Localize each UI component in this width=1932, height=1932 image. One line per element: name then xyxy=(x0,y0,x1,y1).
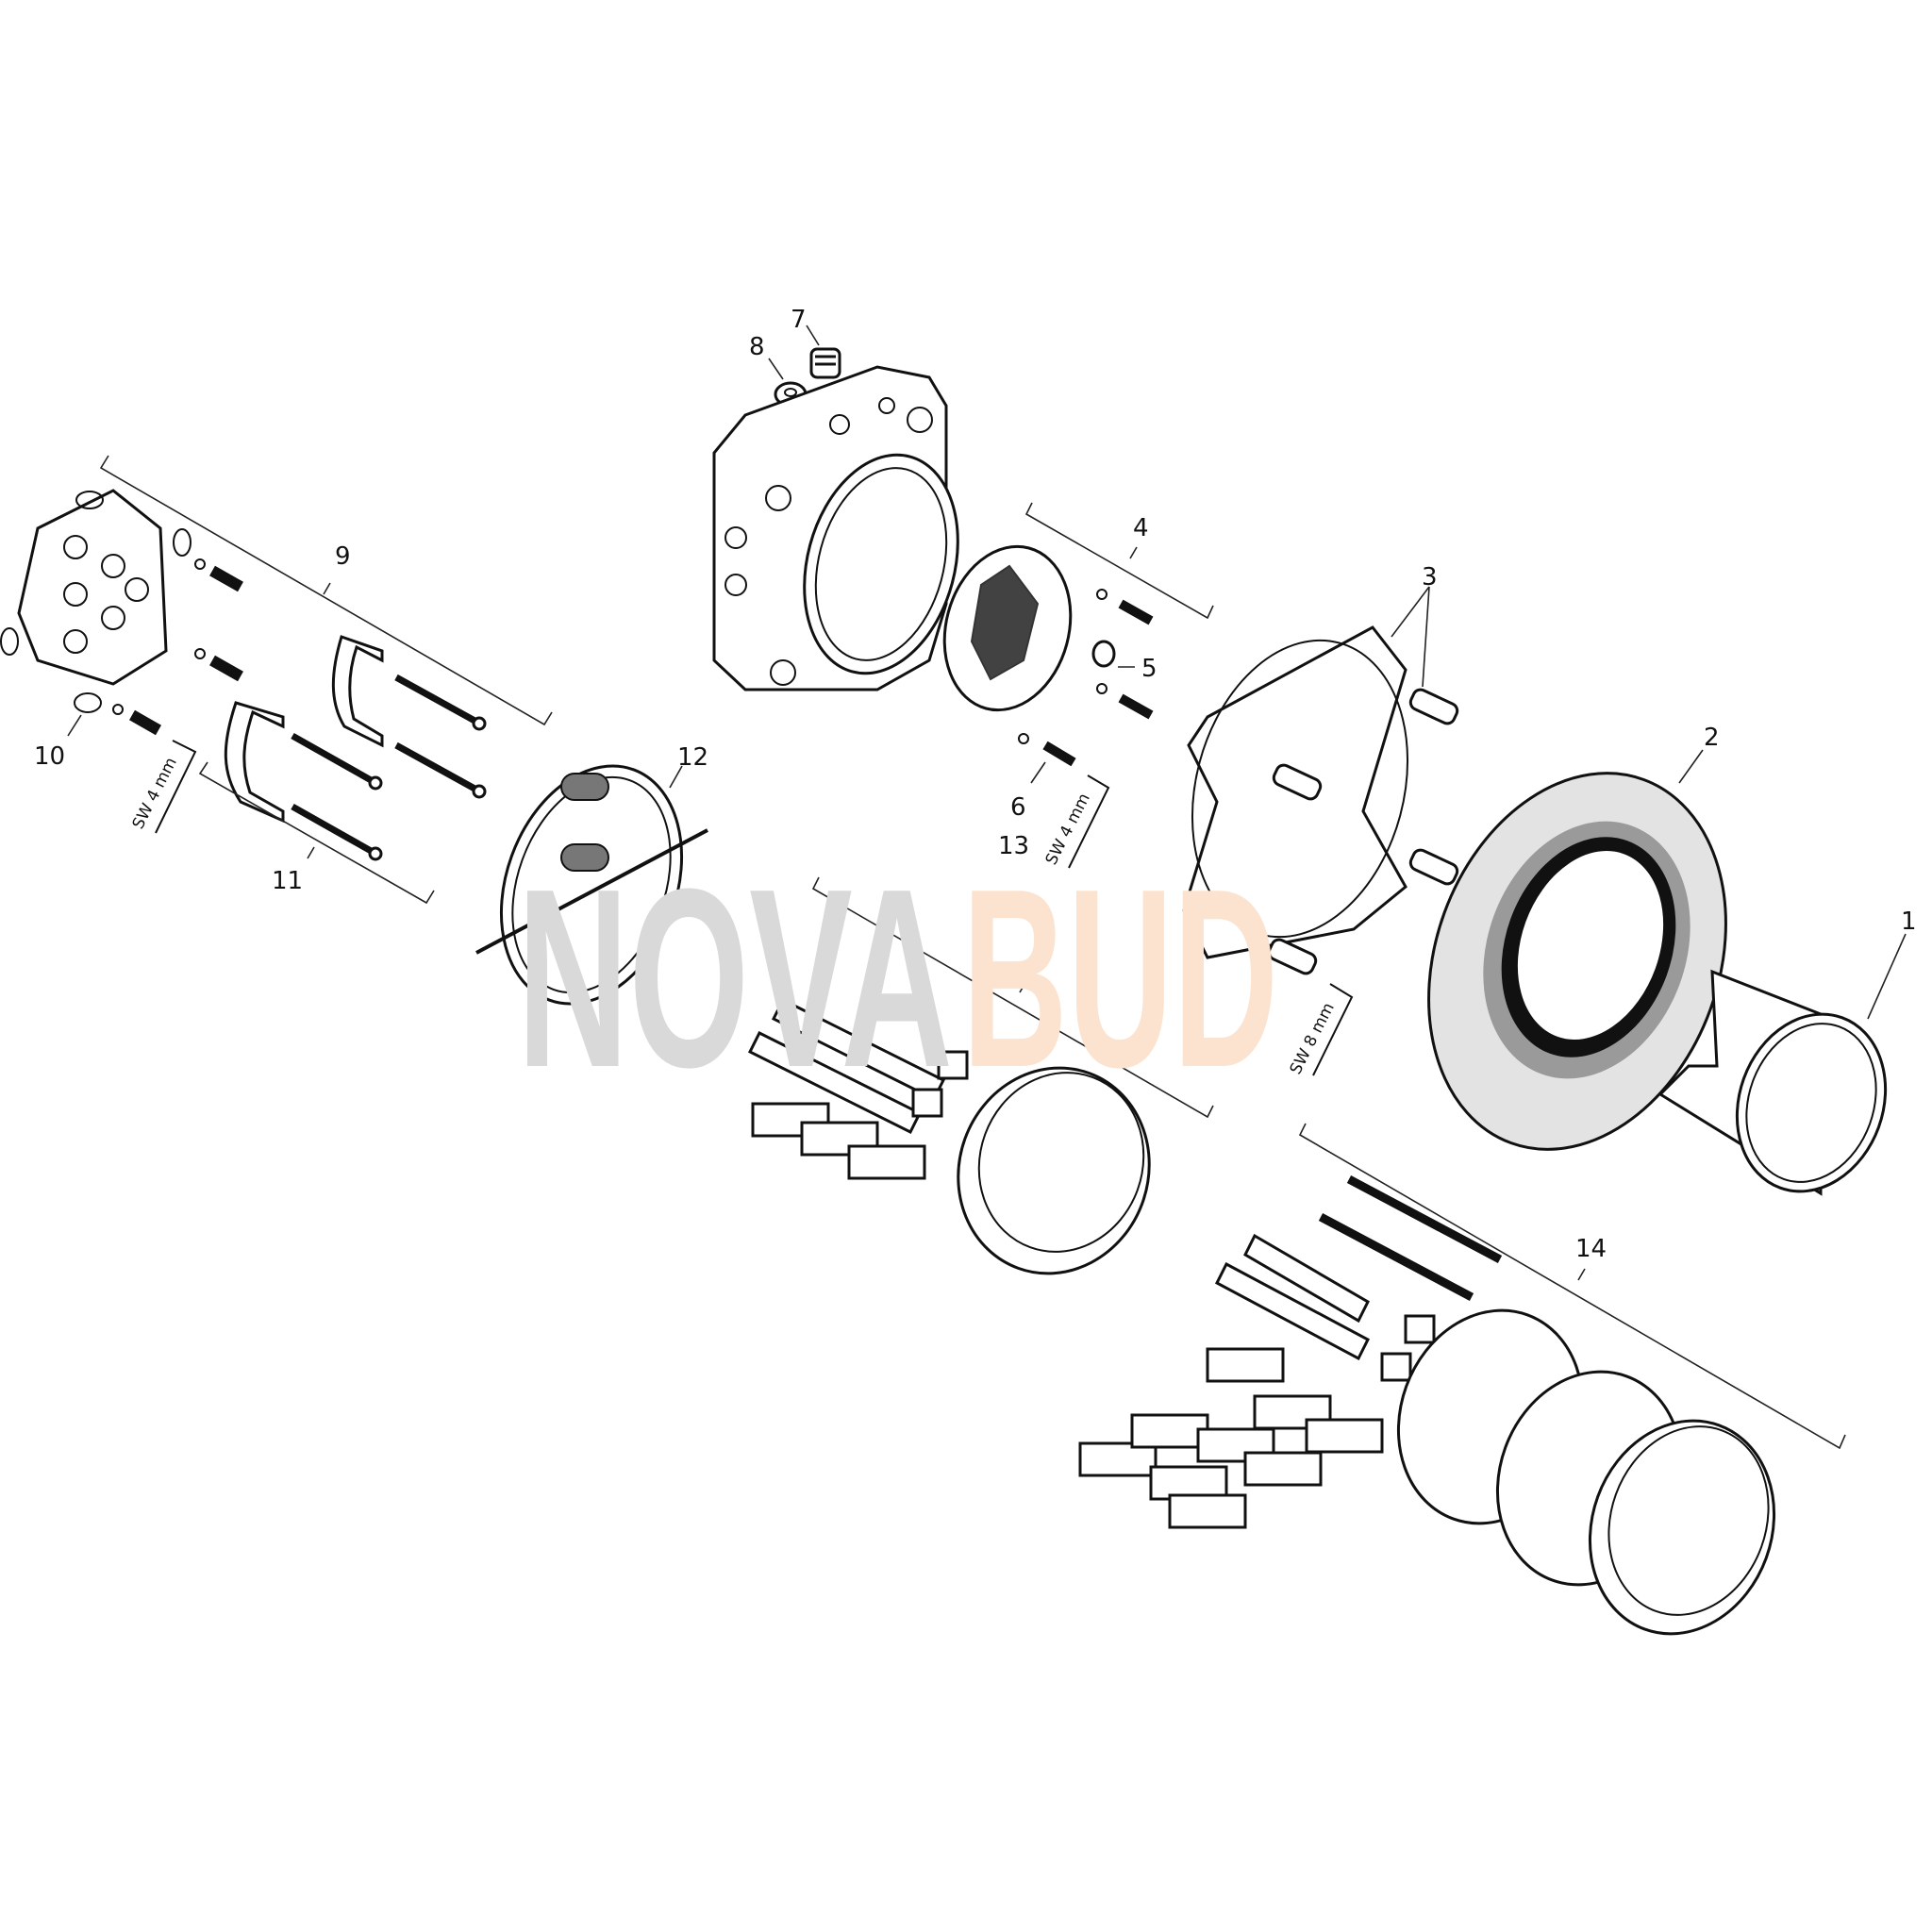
bracket-11 xyxy=(198,761,435,905)
label-3: 3 xyxy=(1422,563,1438,591)
label-4: 4 xyxy=(1133,514,1149,542)
clips-14 xyxy=(1078,1347,1384,1529)
watermark-bud: BUD xyxy=(962,837,1278,1121)
label-9: 9 xyxy=(335,542,351,571)
label-11: 11 xyxy=(272,867,303,895)
label-14: 14 xyxy=(1575,1235,1607,1263)
label-10: 10 xyxy=(34,742,65,771)
label-5: 5 xyxy=(1141,655,1158,683)
sw-left-label: SW 4 mm xyxy=(129,755,181,832)
part-11-mounting-brackets xyxy=(224,635,487,861)
part-9-valve-body xyxy=(0,489,243,686)
part-7-plug xyxy=(806,325,841,379)
watermark-nova: NOVA xyxy=(517,837,953,1121)
bracket-9 xyxy=(99,455,553,726)
hex-key-right: SW 8 mm xyxy=(1287,983,1354,1077)
bracket-4 xyxy=(1024,502,1214,620)
anchors-3 xyxy=(1267,688,1459,975)
part-3-mounting-plate xyxy=(1182,586,1459,975)
bracket-13 xyxy=(811,876,1214,1119)
label-6: 6 xyxy=(1010,793,1026,822)
leader-6 xyxy=(1030,761,1046,784)
label-1: 1 xyxy=(1901,908,1917,936)
part-12-installation-ring xyxy=(475,764,708,1006)
part-13-extension-set xyxy=(747,997,1151,1275)
part-2-rosette xyxy=(1427,749,1727,1151)
part-4-cartridge xyxy=(942,544,1154,767)
part-labels: 1 2 3 4 5 6 7 8 9 10 11 12 13 14 xyxy=(34,306,1917,1263)
hex-key-left: SW 4 mm xyxy=(129,740,197,834)
bracket-14 xyxy=(1298,1123,1846,1450)
label-2: 2 xyxy=(1704,724,1720,752)
part-10-o-ring xyxy=(67,692,161,737)
watermark: NOVA BUD xyxy=(517,837,1278,1121)
part-5-bushing xyxy=(1091,640,1135,668)
housing-body xyxy=(712,365,959,691)
label-12: 12 xyxy=(677,743,708,772)
part-1-sleeve xyxy=(1657,933,1907,1196)
label-8: 8 xyxy=(749,333,765,361)
part-14-extension-set xyxy=(1078,1175,1776,1636)
label-13: 13 xyxy=(998,832,1029,860)
label-7: 7 xyxy=(791,306,807,334)
screws-9 xyxy=(194,558,243,682)
